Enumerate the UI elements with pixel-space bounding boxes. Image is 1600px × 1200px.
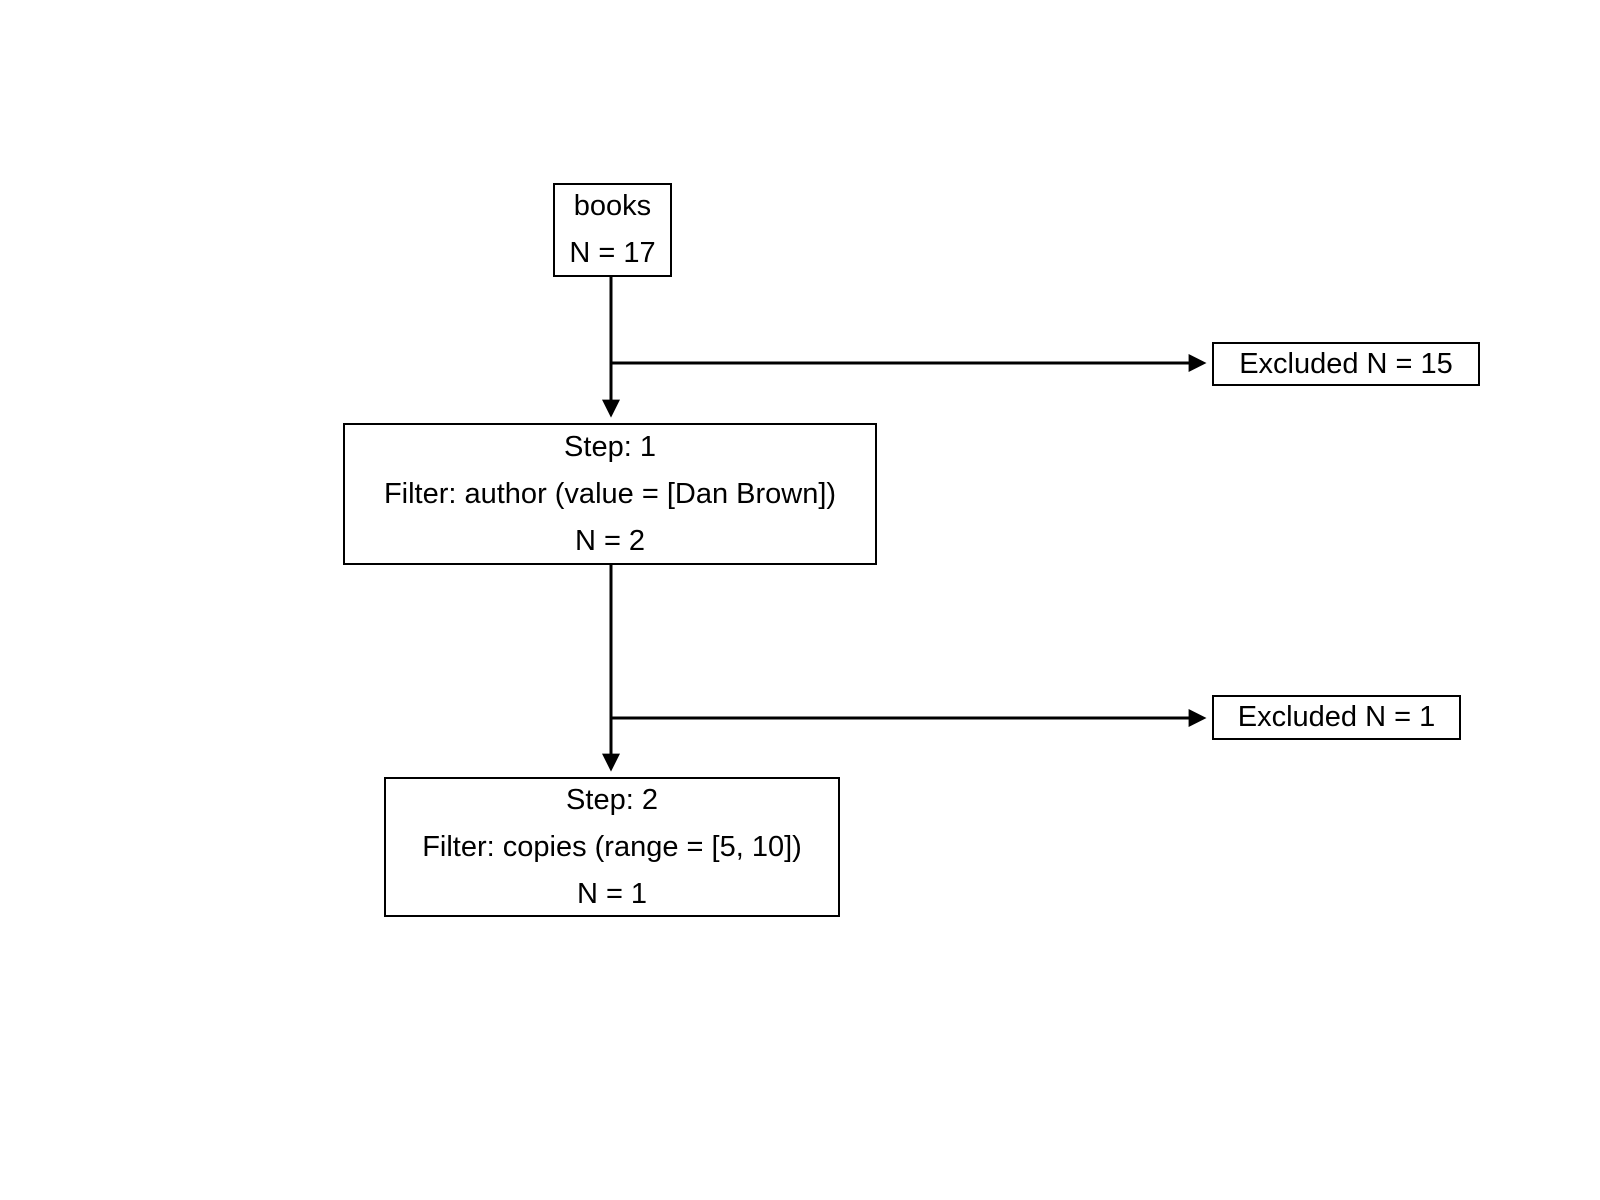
excluded-2-node: Excluded N = 1 [1212,695,1461,740]
step-2-node: Step: 2 Filter: copies (range = [5, 10])… [384,777,840,917]
step-1-filter: Filter: author (value = [Dan Brown]) [383,477,837,510]
source-title: books [573,190,652,222]
source-count: N = 17 [569,237,656,269]
excluded-2-label: Excluded N = 1 [1237,701,1436,733]
step-2-filter: Filter: copies (range = [5, 10]) [422,830,802,863]
excluded-1-node: Excluded N = 15 [1212,342,1480,386]
step-1-count: N = 2 [574,524,646,557]
excluded-1-label: Excluded N = 15 [1239,347,1453,380]
step-2-count: N = 1 [576,877,648,910]
step-1-title: Step: 1 [564,430,656,463]
step-2-title: Step: 2 [566,783,658,816]
step-1-node: Step: 1 Filter: author (value = [Dan Bro… [343,423,877,565]
source-node: books N = 17 [553,183,672,277]
